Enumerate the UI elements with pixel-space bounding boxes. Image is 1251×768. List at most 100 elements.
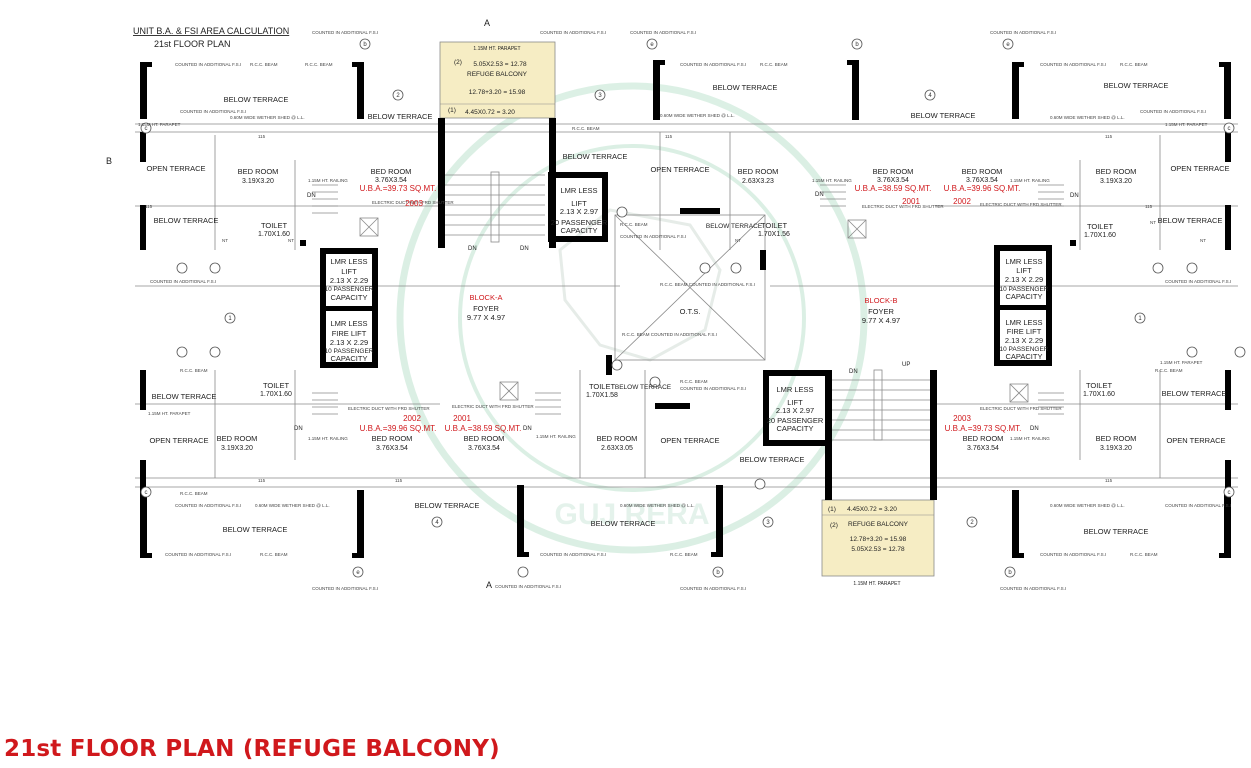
svg-text:10 PASSENGER: 10 PASSENGER <box>999 286 1048 293</box>
svg-text:3.19X3.20: 3.19X3.20 <box>1100 445 1132 452</box>
svg-text:U.B.A.=39.73 SQ.MT.: U.B.A.=39.73 SQ.MT. <box>945 424 1022 433</box>
svg-text:10 PASSENGER: 10 PASSENGER <box>324 348 373 355</box>
svg-text:2.63X3.23: 2.63X3.23 <box>742 178 774 185</box>
svg-text:1.15M HT. PARAPET: 1.15M HT. PARAPET <box>138 122 181 127</box>
svg-text:0.60M WIDE WETHER SHED @ L.L.: 0.60M WIDE WETHER SHED @ L.L. <box>620 503 695 508</box>
svg-text:R.C.C. BEAM: R.C.C. BEAM <box>180 491 208 496</box>
svg-text:LMR LESS: LMR LESS <box>330 257 367 266</box>
svg-text:DN: DN <box>1070 193 1079 199</box>
svg-text:CAPACITY: CAPACITY <box>331 354 368 363</box>
svg-text:BELOW TERRACE: BELOW TERRACE <box>591 519 656 528</box>
svg-text:DN: DN <box>815 192 824 198</box>
svg-text:U.B.A.=39.96 SQ.MT.: U.B.A.=39.96 SQ.MT. <box>360 424 437 433</box>
svg-text:ELECTRIC DUCT WITH FRD SHUTTER: ELECTRIC DUCT WITH FRD SHUTTER <box>980 202 1062 207</box>
svg-text:LMR LESS: LMR LESS <box>1005 318 1042 327</box>
room-size-labels: 3.19X3.20 3.76X3.54 2.63X3.23 3.76X3.54 … <box>221 177 1132 452</box>
svg-text:0.60M WIDE WETHER SHED @ L.L.: 0.60M WIDE WETHER SHED @ L.L. <box>1050 115 1125 120</box>
annotation-notes: COUNTED IN ADDITIONAL F.S.I COUNTED IN A… <box>138 30 1231 591</box>
svg-text:U.B.A.=38.59 SQ.MT.: U.B.A.=38.59 SQ.MT. <box>445 424 522 433</box>
svg-text:TOILET: TOILET <box>1087 222 1114 231</box>
svg-text:ELECTRIC DUCT WITH FRD SHUTTER: ELECTRIC DUCT WITH FRD SHUTTER <box>862 204 944 209</box>
svg-text:1.15M HT. PARAPET: 1.15M HT. PARAPET <box>148 411 191 416</box>
svg-text:R.C.C. BEAM: R.C.C. BEAM <box>260 552 288 557</box>
svg-text:O.T.S.: O.T.S. <box>680 307 701 316</box>
svg-text:BED ROOM: BED ROOM <box>464 434 505 443</box>
svg-text:10 PASSENGER: 10 PASSENGER <box>324 286 373 293</box>
svg-text:BED ROOM: BED ROOM <box>1096 434 1137 443</box>
svg-text:115: 115 <box>665 134 673 139</box>
svg-text:3.76X3.54: 3.76X3.54 <box>468 445 500 452</box>
svg-text:COUNTED IN ADDITIONAL F.S.I: COUNTED IN ADDITIONAL F.S.I <box>150 279 216 284</box>
svg-text:(2): (2) <box>454 59 462 66</box>
svg-text:LMR LESS: LMR LESS <box>776 385 813 394</box>
plan-header-subtitle: 21st FLOOR PLAN <box>154 39 231 49</box>
svg-text:BED ROOM: BED ROOM <box>597 434 638 443</box>
section-mark-a-bottom: A <box>486 580 492 590</box>
svg-text:BELOW TERRACE: BELOW TERRACE <box>415 501 480 510</box>
svg-text:LMR LESS: LMR LESS <box>330 319 367 328</box>
svg-text:4.45X0.72 = 3.20: 4.45X0.72 = 3.20 <box>847 506 897 513</box>
svg-text:NT: NT <box>1200 238 1206 243</box>
svg-text:COUNTED IN ADDITIONAL F.S.I: COUNTED IN ADDITIONAL F.S.I <box>1040 552 1106 557</box>
svg-text:115: 115 <box>145 204 153 209</box>
svg-text:2.13 X 2.97: 2.13 X 2.97 <box>560 207 598 216</box>
svg-text:(1): (1) <box>448 107 456 114</box>
svg-text:DN: DN <box>1030 426 1039 432</box>
svg-text:COUNTED IN ADDITIONAL F.S.I: COUNTED IN ADDITIONAL F.S.I <box>1165 503 1231 508</box>
section-mark-b: B <box>106 156 112 166</box>
svg-text:DN: DN <box>307 193 316 199</box>
svg-text:12.78+3.20 = 15.98: 12.78+3.20 = 15.98 <box>850 536 907 543</box>
svg-text:LIFT: LIFT <box>787 398 803 407</box>
svg-text:LIFT: LIFT <box>341 267 357 276</box>
svg-text:1.15M HT. RAILING: 1.15M HT. RAILING <box>536 434 576 439</box>
svg-text:COUNTED IN ADDITIONAL F.S.I: COUNTED IN ADDITIONAL F.S.I <box>630 30 696 35</box>
svg-text:BLOCK-B: BLOCK-B <box>865 296 898 305</box>
svg-text:e: e <box>650 42 654 48</box>
svg-text:2.63X3.05: 2.63X3.05 <box>601 445 633 452</box>
svg-text:COUNTED IN ADDITIONAL F.S.I: COUNTED IN ADDITIONAL F.S.I <box>1165 279 1231 284</box>
room-labels: BELOW TERRACE BELOW TERRACE BELOW TERRAC… <box>146 81 1229 536</box>
svg-text:FIRE LIFT: FIRE LIFT <box>1007 327 1042 336</box>
svg-text:3.76X3.54: 3.76X3.54 <box>966 177 998 184</box>
svg-text:COUNTED IN ADDITIONAL F.S.I: COUNTED IN ADDITIONAL F.S.I <box>165 552 231 557</box>
svg-text:U.B.A.=39.73 SQ.MT.: U.B.A.=39.73 SQ.MT. <box>360 184 437 193</box>
svg-text:ELECTRIC DUCT WITH FRD SHUTTER: ELECTRIC DUCT WITH FRD SHUTTER <box>372 200 454 205</box>
svg-text:c: c <box>1228 126 1231 132</box>
svg-text:BELOW TERRACE: BELOW TERRACE <box>615 384 672 391</box>
svg-text:COUNTED IN ADDITIONAL F.S.I: COUNTED IN ADDITIONAL F.S.I <box>1140 109 1206 114</box>
svg-text:COUNTED IN ADDITIONAL F.S.I: COUNTED IN ADDITIONAL F.S.I <box>175 503 241 508</box>
svg-text:2003: 2003 <box>405 199 423 208</box>
svg-text:2001: 2001 <box>902 197 920 206</box>
svg-text:b: b <box>716 570 720 576</box>
svg-text:FOYER: FOYER <box>473 304 499 313</box>
svg-text:BED ROOM: BED ROOM <box>238 167 279 176</box>
svg-text:1.15M HT. PARAPET: 1.15M HT. PARAPET <box>1160 360 1203 365</box>
svg-text:REFUGE BALCONY: REFUGE BALCONY <box>467 71 528 78</box>
svg-text:COUNTED IN ADDITIONAL F.S.I: COUNTED IN ADDITIONAL F.S.I <box>620 234 686 239</box>
svg-text:20 PASSENGER: 20 PASSENGER <box>767 416 824 425</box>
svg-text:BELOW TERRACE: BELOW TERRACE <box>706 223 763 230</box>
svg-text:BED ROOM: BED ROOM <box>873 167 914 176</box>
svg-text:3.19X3.20: 3.19X3.20 <box>242 178 274 185</box>
refuge-text-bottom: (1) 4.45X0.72 = 3.20 (2) REFUGE BALCONY … <box>828 506 909 587</box>
svg-text:R.C.C. BEAM: R.C.C. BEAM <box>305 62 333 67</box>
svg-text:OPEN TERRACE: OPEN TERRACE <box>1170 164 1229 173</box>
svg-text:115: 115 <box>258 134 266 139</box>
svg-text:COUNTED IN ADDITIONAL F.S.I: COUNTED IN ADDITIONAL F.S.I <box>540 30 606 35</box>
svg-text:TOILET: TOILET <box>261 221 288 230</box>
svg-text:115: 115 <box>258 478 266 483</box>
block-labels: BLOCK-A FOYER 9.77 X 4.97 BLOCK-B FOYER … <box>467 293 900 325</box>
svg-text:CAPACITY: CAPACITY <box>561 226 598 235</box>
svg-text:COUNTED IN ADDITIONAL F.S.I: COUNTED IN ADDITIONAL F.S.I <box>1000 586 1066 591</box>
svg-text:2.13 X 2.29: 2.13 X 2.29 <box>330 276 368 285</box>
svg-text:1: 1 <box>228 316 232 322</box>
svg-text:BED ROOM: BED ROOM <box>962 167 1003 176</box>
svg-text:BED ROOM: BED ROOM <box>1096 167 1137 176</box>
svg-text:BELOW TERRACE: BELOW TERRACE <box>713 83 778 92</box>
svg-text:5.05X2.53 = 12.78: 5.05X2.53 = 12.78 <box>473 61 527 68</box>
svg-text:115: 115 <box>1105 478 1113 483</box>
svg-text:R.C.C. BEAM: R.C.C. BEAM <box>1130 552 1158 557</box>
svg-text:R.C.C. BEAM COUNTED IN ADDITIO: R.C.C. BEAM COUNTED IN ADDITIONAL F.S.I <box>622 332 717 337</box>
svg-text:1.70X1.60: 1.70X1.60 <box>260 391 292 398</box>
svg-text:COUNTED IN ADDITIONAL F.S.I: COUNTED IN ADDITIONAL F.S.I <box>680 62 746 67</box>
